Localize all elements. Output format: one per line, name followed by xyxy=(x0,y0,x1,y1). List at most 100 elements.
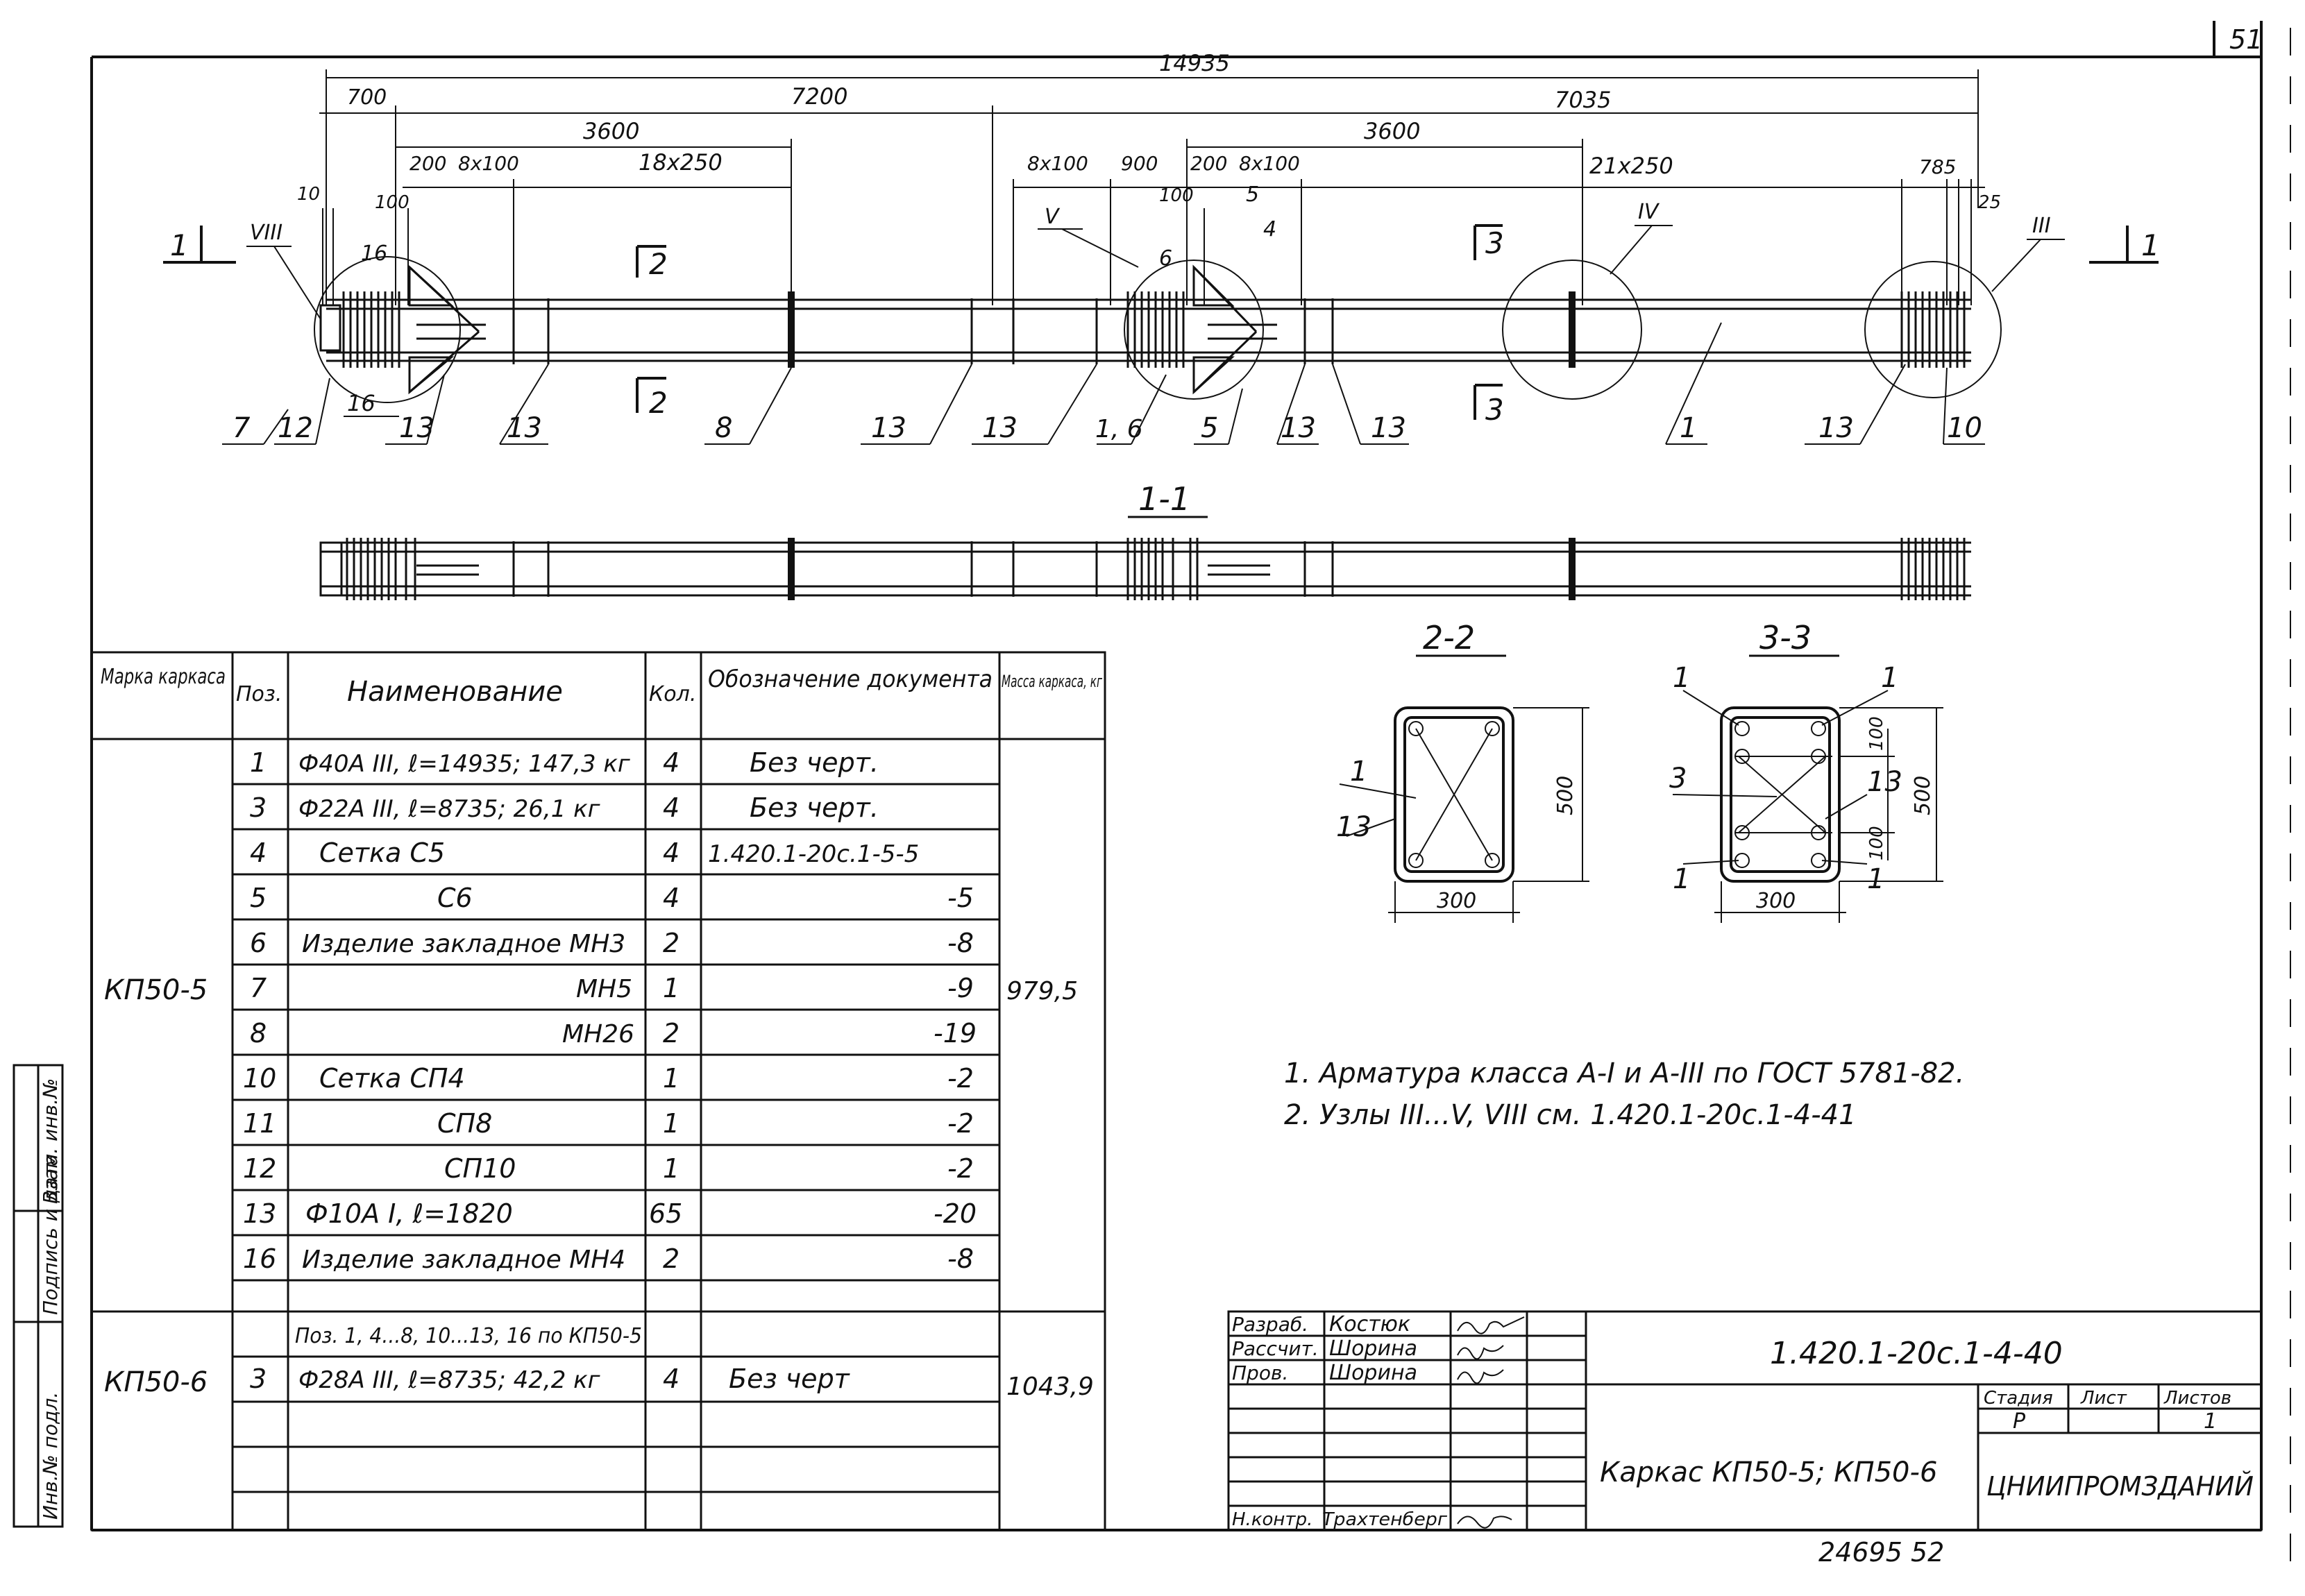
section-2-2-width: 300 xyxy=(1437,889,1476,913)
row-name: Изделие закладное МН3 xyxy=(302,930,625,958)
stirrups xyxy=(319,291,1966,368)
row-doc: -5 xyxy=(947,883,974,913)
callout-4: 4 xyxy=(1263,217,1276,241)
note-2: 2. Узлы III...V, VIII см. 1.420.1-20с.1-… xyxy=(1284,1099,1857,1131)
row-name: МН5 xyxy=(576,975,632,1003)
row-name: Ф10А I, ℓ=1820 xyxy=(305,1198,513,1229)
side-stamp xyxy=(12,1064,64,1528)
header-mark: Марка каркаса xyxy=(101,665,226,689)
dim-18x250: 18x250 xyxy=(639,149,723,176)
section-3-3: 3-3 xyxy=(1669,619,1943,923)
section-mark-1-left: 1 xyxy=(170,228,189,262)
row-name: С6 xyxy=(437,883,473,913)
row-pos: 7 xyxy=(250,973,267,1003)
bottom-leaders xyxy=(222,322,1985,445)
node-label-iii: III xyxy=(2032,214,2051,238)
row-qty: 1 xyxy=(663,973,679,1003)
row-doc: -19 xyxy=(934,1018,977,1049)
section-2-2: 2-2 500 300 1 13 xyxy=(1336,619,1589,923)
tb-sheets-label: Листов xyxy=(2163,1388,2231,1409)
row-name: СП10 xyxy=(444,1153,516,1184)
tb-role-1: Рассчит. xyxy=(1232,1337,1319,1360)
side-stamp-replace: Взам. инв.№ xyxy=(39,1078,62,1204)
elevation-view: 14935 700 7200 7035 3600 3600 200 8x100 … xyxy=(163,50,2160,445)
dim-8x100-a: 8x100 xyxy=(458,152,519,175)
row-doc: Без черт. xyxy=(750,792,879,823)
row-pos: 3 xyxy=(250,792,267,823)
section-mark-2-bottom: 2 xyxy=(649,386,668,420)
tb-sheets: 1 xyxy=(2204,1409,2217,1434)
callout-bottom-8: 8 xyxy=(715,412,732,444)
dim-900: 900 xyxy=(1121,152,1158,175)
section-3-3-callout-1d: 1 xyxy=(1867,863,1884,895)
callout-bottom-10: 10 xyxy=(1947,412,1982,444)
dim-right-half: 3600 xyxy=(1364,118,1420,144)
section-3-3-dim-bottom: 100 xyxy=(1866,826,1887,860)
row-qty: 65 xyxy=(649,1198,682,1229)
dim-21x250: 21x250 xyxy=(1589,153,1673,179)
detail-circles xyxy=(314,256,2002,403)
tb-doc-code: 1.420.1-20с.1-4-40 xyxy=(1770,1336,2063,1371)
dim-left-len: 7200 xyxy=(791,83,847,110)
row-qty: 1 xyxy=(663,1063,679,1094)
section-3-3-callout-1c: 1 xyxy=(1673,863,1690,895)
node-label-viii: VIII xyxy=(250,221,282,245)
section-3-3-height: 500 xyxy=(1911,776,1935,815)
row-doc: -20 xyxy=(934,1198,977,1229)
callout-bottom-13d: 13 xyxy=(982,412,1018,444)
callout-bottom-13f: 13 xyxy=(1371,412,1406,444)
note-1: 1. Арматура класса А-I и А-III по ГОСТ 5… xyxy=(1284,1058,1964,1089)
callout-bottom-5: 5 xyxy=(1201,412,1218,444)
node-label-v: V xyxy=(1045,205,1061,229)
group2-note: Поз. 1, 4...8, 10...13, 16 по КП50-5 xyxy=(295,1324,642,1348)
callout-bottom-13b: 13 xyxy=(507,412,542,444)
tb-name-3: Трахтенберг xyxy=(1322,1509,1447,1530)
row-pos: 8 xyxy=(250,1018,267,1049)
row-name: Изделие закладное МН4 xyxy=(302,1246,625,1274)
section-2-2-callout-13: 13 xyxy=(1336,811,1371,843)
dim-overall: 14935 xyxy=(1159,50,1230,76)
row-pos: 6 xyxy=(250,928,267,958)
callout-bottom-1: 1 xyxy=(1680,412,1697,444)
row-qty: 2 xyxy=(663,1018,679,1049)
tb-name-0: Костюк xyxy=(1329,1312,1410,1336)
row-name: Сетка С5 xyxy=(319,838,445,868)
section-3-3-callout-3: 3 xyxy=(1669,763,1687,795)
tb-name-2: Шорина xyxy=(1329,1361,1417,1385)
section-2-2-height: 500 xyxy=(1553,776,1578,815)
footer-number: 24695 52 xyxy=(1818,1537,1944,1568)
dim-left-half: 3600 xyxy=(583,118,639,144)
spec-rows: 1 Ф40А III, ℓ=14935; 147,3 кг 4 Без черт… xyxy=(243,747,977,1274)
group2-mass: 1043,9 xyxy=(1006,1373,1094,1401)
row-qty: 1 xyxy=(663,1153,679,1184)
group2-doc: Без черт xyxy=(729,1364,851,1394)
row-pos: 5 xyxy=(250,883,267,913)
tb-role-2: Пров. xyxy=(1232,1361,1288,1384)
callout-bottom-1-6: 1, 6 xyxy=(1095,415,1143,443)
row-pos: 10 xyxy=(243,1063,276,1094)
tb-sheet-label: Лист xyxy=(2080,1388,2127,1409)
row-name: МН26 xyxy=(562,1020,634,1049)
signatures xyxy=(1457,1316,1525,1529)
dim-25: 25 xyxy=(1978,192,2001,213)
row-doc: -2 xyxy=(947,1108,974,1139)
row-pos: 4 xyxy=(250,838,267,868)
dimension-lines xyxy=(319,69,1985,305)
node-label-iv: IV xyxy=(1638,200,1660,224)
row-doc: 1.420.1-20с.1-5-5 xyxy=(708,840,919,868)
title-block: Разраб. Костюк Рассчит. Шорина Пров. Шор… xyxy=(1227,1310,2263,1531)
row-qty: 4 xyxy=(663,883,679,913)
section-1-1: 1-1 xyxy=(319,480,1971,600)
callout-bottom-13c: 13 xyxy=(871,412,906,444)
row-qty: 2 xyxy=(663,1243,679,1274)
embedded-plates xyxy=(408,264,1258,395)
section-3-3-dim-top: 100 xyxy=(1866,716,1887,751)
row-doc: -8 xyxy=(947,1243,974,1274)
header-name: Наименование xyxy=(347,676,563,708)
group1-mass: 979,5 xyxy=(1006,977,1078,1005)
tb-role-0: Разраб. xyxy=(1232,1313,1308,1336)
tb-title: Каркас КП50-5; КП50-6 xyxy=(1600,1457,1937,1488)
dim-200-left: 200 xyxy=(410,152,446,175)
row-name: Сетка СП4 xyxy=(319,1063,465,1094)
